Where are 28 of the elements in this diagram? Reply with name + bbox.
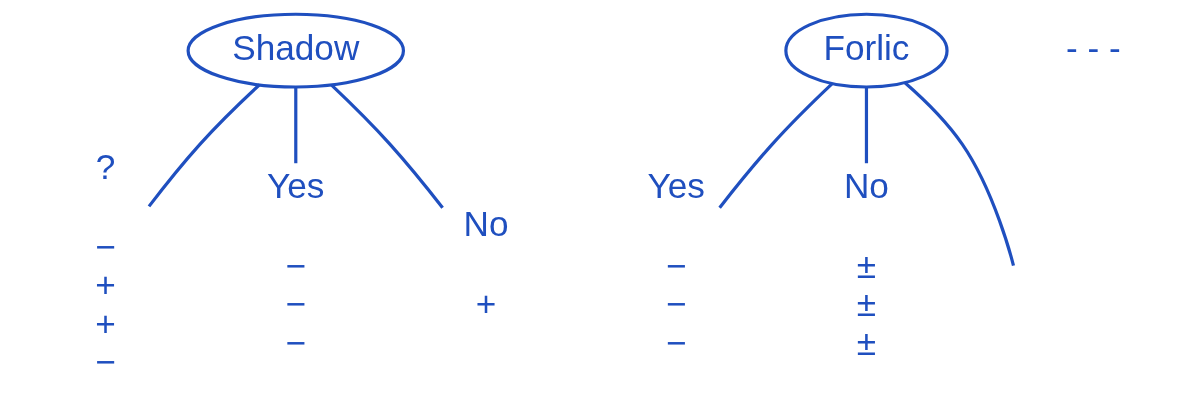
node-text: Yes: [647, 166, 705, 206]
node-label: −: [665, 284, 686, 324]
node-ellipse: Forlic: [783, 12, 949, 89]
node-label: −: [285, 245, 306, 285]
node-label: −: [285, 322, 306, 362]
node-text: ?: [95, 146, 115, 186]
node-label: −: [285, 284, 306, 324]
label: - - -: [1065, 27, 1121, 67]
node-text: No: [843, 166, 889, 206]
node-label: +: [94, 265, 116, 305]
node-ellipse: Shadow: [186, 12, 405, 89]
connector: [147, 83, 261, 208]
node-label: +: [94, 303, 116, 343]
node-label: ±: [856, 322, 876, 362]
connector: [717, 82, 833, 209]
connector: [864, 87, 868, 164]
node-label: −: [665, 322, 686, 362]
connector: [293, 87, 297, 164]
node-label: −: [665, 245, 686, 285]
node-text: No: [463, 204, 508, 244]
connector: [329, 83, 444, 209]
node-text: Yes: [266, 166, 324, 206]
node-label: +: [475, 284, 496, 324]
node-label: −: [94, 341, 116, 381]
node-label: ±: [856, 245, 876, 285]
node-label: −: [94, 226, 116, 266]
connector: [903, 81, 1015, 267]
node-label: ±: [856, 284, 876, 324]
